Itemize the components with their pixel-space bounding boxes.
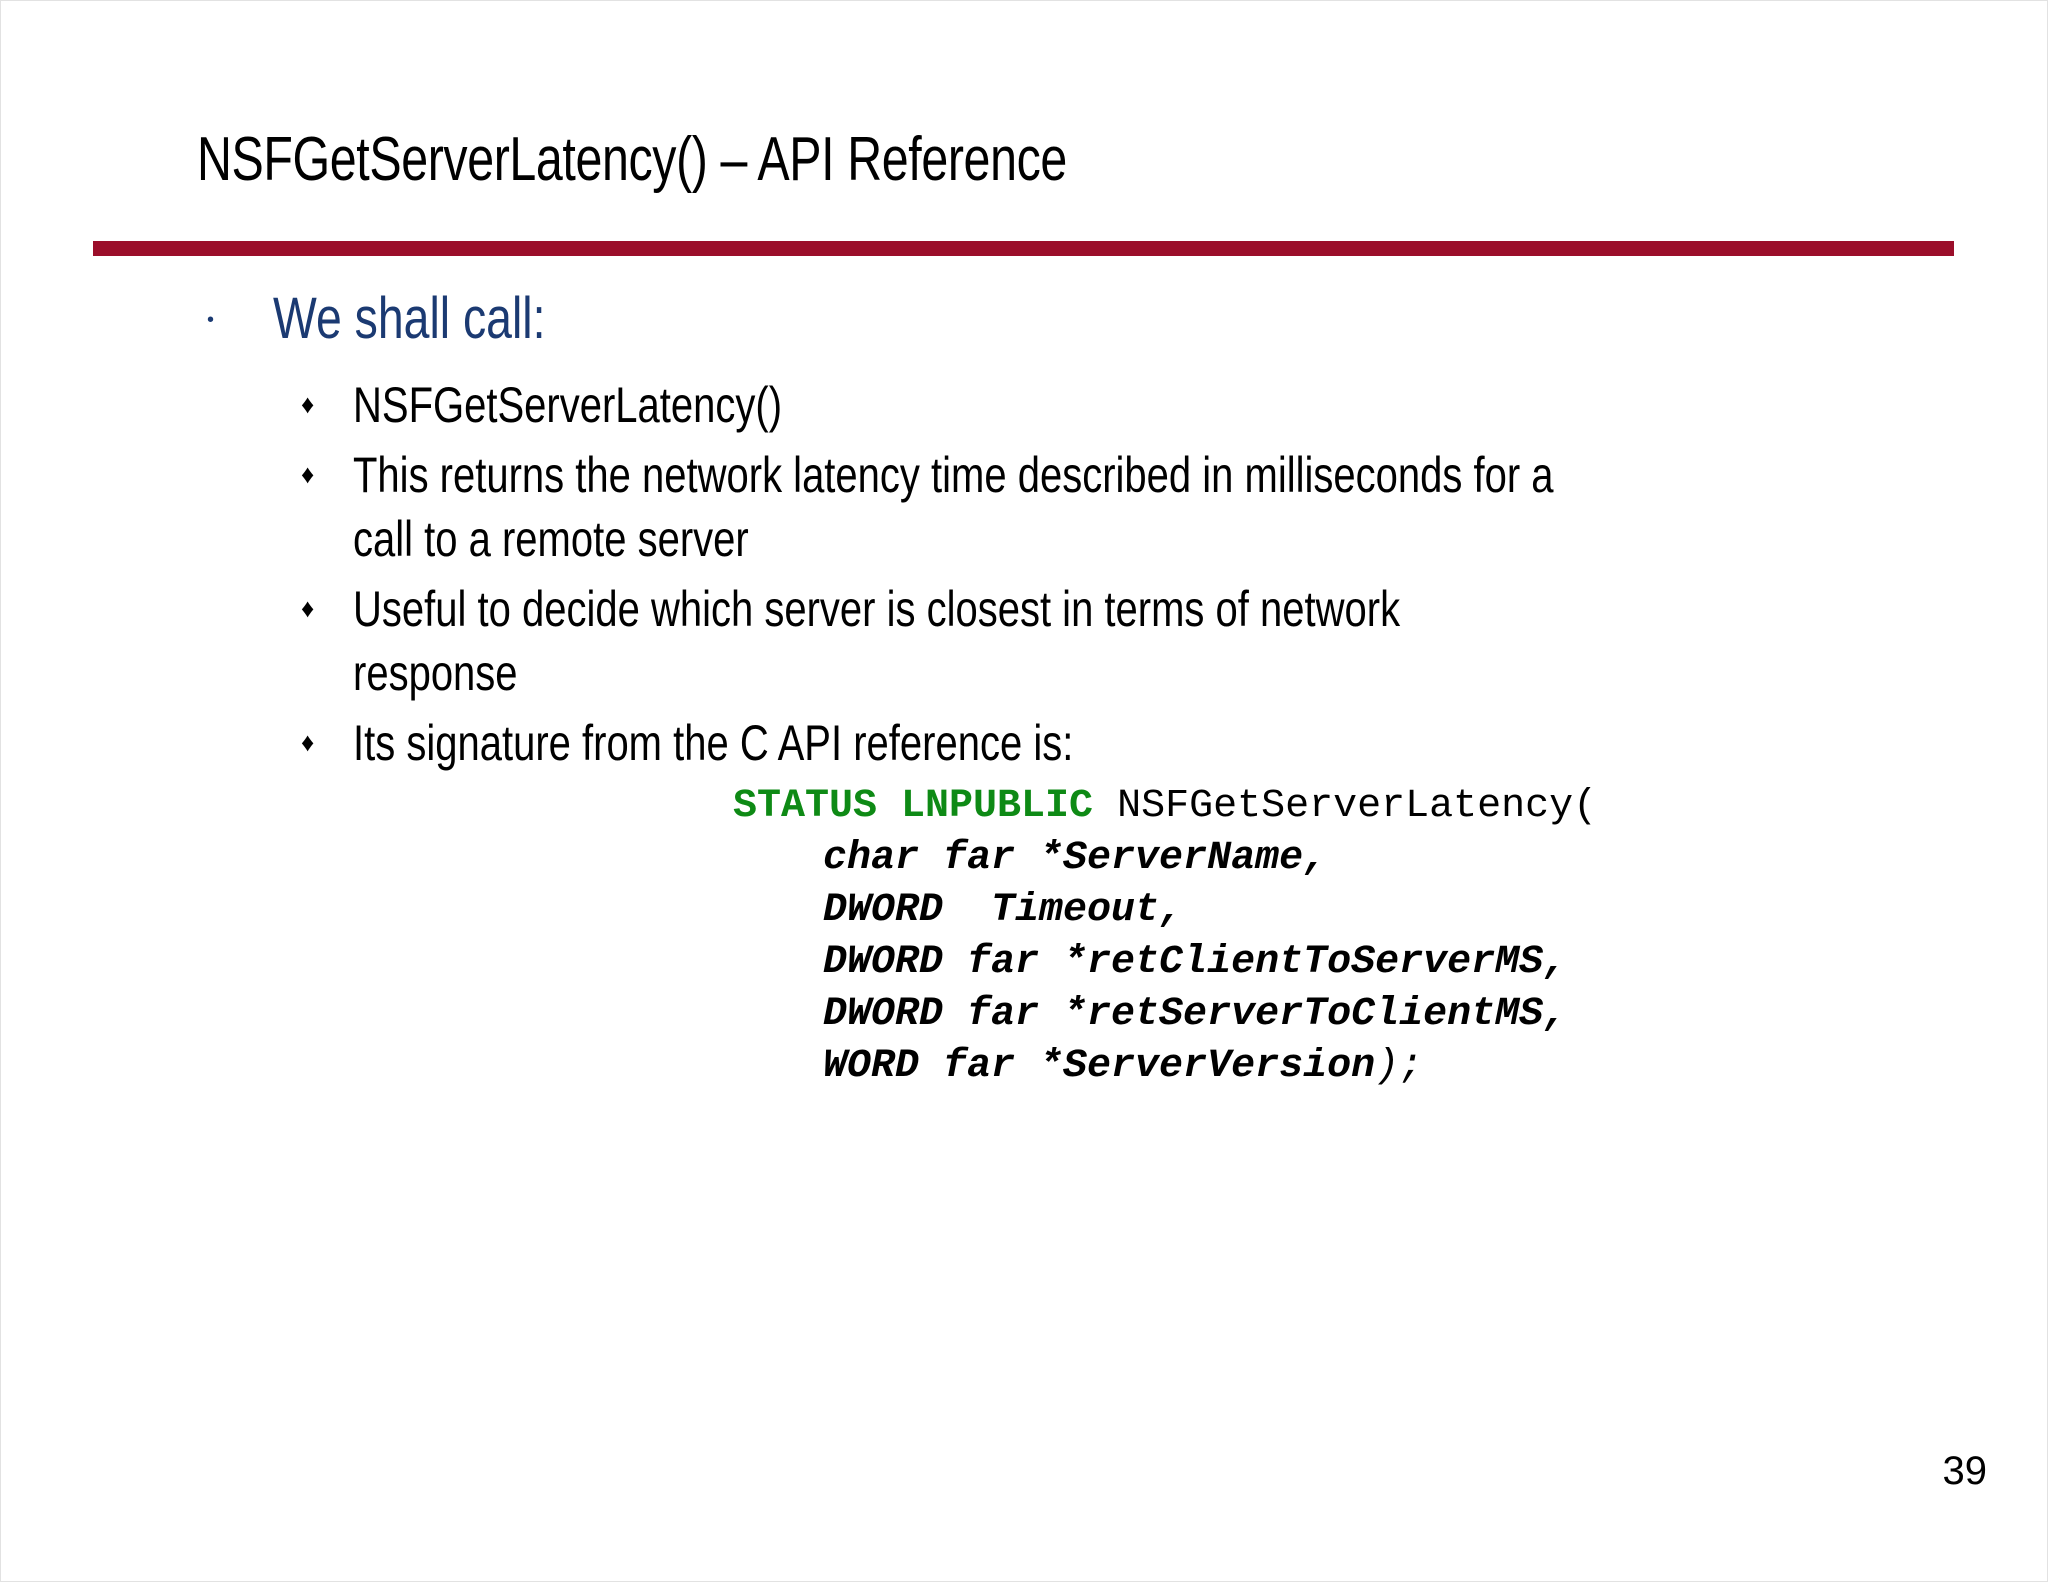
- bullet-level2-label: Its signature from the C API reference i…: [353, 715, 1074, 771]
- bullet-diamond-icon: ♦: [301, 727, 315, 757]
- bullet-dot-icon: •: [207, 309, 215, 331]
- code-param-retclienttoservermsms: DWORD far *retClientToServerMS,: [823, 940, 1568, 985]
- bullet-level2-label: This returns the network latency time de…: [353, 447, 1554, 567]
- code-param-timeout: DWORD Timeout,: [823, 888, 1184, 933]
- title-divider-rule: [93, 241, 1954, 256]
- code-param-servername: char far *ServerName,: [823, 836, 1328, 881]
- bullet-level2-usefulness: ♦ Useful to decide which server is close…: [1, 577, 2048, 705]
- bullet-level2-description: ♦ This returns the network latency time …: [1, 443, 2048, 571]
- bullet-level1-label: We shall call:: [273, 286, 546, 351]
- code-keyword: STATUS LNPUBLIC: [733, 784, 1094, 829]
- bullet-level2-label: Useful to decide which server is closest…: [353, 581, 1401, 701]
- page-title: NSFGetServerLatency() – API Reference: [197, 125, 1067, 194]
- page-number: 39: [1942, 1449, 1988, 1493]
- code-terminator: );: [1375, 1044, 1424, 1089]
- bullet-level2-api-name: ♦ NSFGetServerLatency(): [1, 373, 2048, 437]
- bullet-level2-signature-intro: ♦ Its signature from the C API reference…: [1, 711, 2048, 1093]
- bullet-diamond-icon: ♦: [301, 459, 315, 489]
- code-param-serverversion: WORD far *ServerVersion);: [733, 1041, 2048, 1093]
- code-function-name: NSFGetServerLatency(: [1093, 784, 1598, 829]
- bullet-diamond-icon: ♦: [301, 593, 315, 623]
- slide-body: • We shall call: ♦ NSFGetServerLatency()…: [1, 283, 2048, 1099]
- code-param-retservertoclientms: DWORD far *retServerToClientMS,: [823, 992, 1568, 1037]
- bullet-level1-we-shall-call: • We shall call:: [1, 283, 2048, 361]
- bullet-level2-label: NSFGetServerLatency(): [353, 377, 783, 433]
- code-block-signature: STATUS LNPUBLIC NSFGetServerLatency( char…: [353, 781, 2048, 1093]
- code-param-serverversion-text: WORD far *ServerVersion: [823, 1044, 1376, 1089]
- bullet-diamond-icon: ♦: [301, 389, 315, 419]
